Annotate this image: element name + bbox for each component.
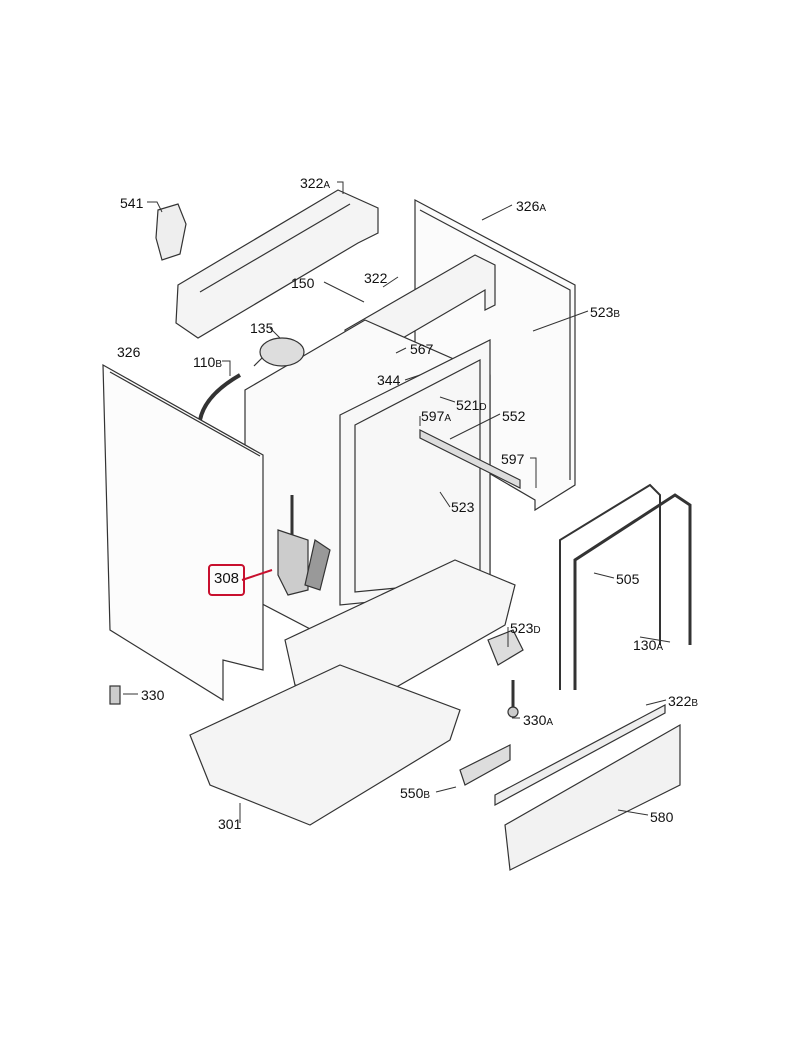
part-308-door-lock [277, 495, 331, 596]
part-number: 301 [218, 816, 242, 832]
part-number: 322 [668, 693, 692, 709]
part-label-523d[interactable]: 523D [510, 620, 541, 639]
part-label-580[interactable]: 580 [650, 809, 673, 828]
part-label-344[interactable]: 344 [377, 372, 400, 391]
part-135-dome [253, 337, 305, 367]
part-552-bar [419, 429, 521, 489]
part-suffix: D [479, 402, 487, 413]
part-suffix: A [323, 180, 331, 191]
part-number: 505 [616, 571, 640, 587]
part-number: 330 [523, 712, 547, 728]
part-suffix: A [656, 642, 664, 653]
part-label-308-highlighted[interactable]: 308 [208, 564, 246, 596]
part-suffix: D [533, 625, 541, 636]
leader-308 [241, 569, 273, 581]
part-label-523[interactable]: 523 [451, 499, 474, 518]
part-number: 567 [410, 341, 434, 357]
part-number: 135 [250, 320, 274, 336]
part-number: 552 [502, 408, 526, 424]
part-number: 597 [501, 451, 525, 467]
part-number: 308 [214, 570, 240, 587]
part-suffix: B [215, 359, 222, 370]
part-label-597a[interactable]: 597A [421, 408, 451, 427]
part-130a-seal [573, 493, 692, 690]
part-541-clip [155, 203, 187, 261]
part-330-screw [109, 685, 121, 705]
part-326-panel [102, 363, 264, 702]
part-580-plinth [504, 723, 681, 871]
part-label-523b[interactable]: 523B [590, 304, 620, 323]
part-523d-block [487, 629, 524, 666]
part-322a-rail [175, 189, 379, 339]
part-label-521d[interactable]: 521D [456, 397, 487, 416]
part-label-330a[interactable]: 330A [523, 712, 553, 731]
part-label-550b[interactable]: 550B [400, 785, 430, 804]
part-label-322[interactable]: 322 [364, 270, 387, 289]
part-suffix: B [613, 309, 621, 320]
part-number: 523 [590, 304, 614, 320]
part-label-597[interactable]: 597 [501, 451, 524, 470]
part-number: 322 [300, 175, 324, 191]
part-label-330[interactable]: 330 [141, 687, 164, 706]
part-number: 150 [291, 275, 315, 291]
part-label-567[interactable]: 567 [410, 341, 433, 360]
part-number: 523 [510, 620, 534, 636]
part-number: 523 [451, 499, 475, 515]
part-number: 322 [364, 270, 388, 286]
part-number: 326 [117, 344, 141, 360]
part-label-110b[interactable]: 110B [193, 354, 222, 373]
part-number: 326 [516, 198, 540, 214]
part-number: 550 [400, 785, 424, 801]
part-number: 330 [141, 687, 165, 703]
part-label-301[interactable]: 301 [218, 816, 241, 835]
part-301-base-tray [189, 664, 461, 826]
part-505-seal [559, 483, 661, 690]
part-label-322b[interactable]: 322B [668, 693, 698, 712]
part-322b-rail [494, 704, 666, 807]
part-suffix: A [444, 413, 452, 424]
leader-lines [123, 181, 671, 823]
part-110b-hose [198, 373, 241, 421]
part-label-322a[interactable]: 322A [300, 175, 330, 194]
part-label-505[interactable]: 505 [616, 571, 639, 590]
part-suffix: B [691, 698, 699, 709]
part-suffix: A [546, 717, 554, 728]
part-label-130a[interactable]: 130A [633, 637, 663, 656]
part-number: 130 [633, 637, 657, 653]
part-330a-screw [507, 680, 519, 718]
part-number: 580 [650, 809, 674, 825]
part-number: 541 [120, 195, 144, 211]
part-label-135[interactable]: 135 [250, 320, 273, 339]
part-label-552[interactable]: 552 [502, 408, 525, 427]
part-number: 110 [193, 354, 216, 370]
part-label-541[interactable]: 541 [120, 195, 143, 214]
part-suffix: A [539, 203, 547, 214]
part-number: 344 [377, 372, 401, 388]
part-number: 521 [456, 397, 480, 413]
part-suffix: B [423, 790, 431, 801]
part-label-326[interactable]: 326 [117, 344, 140, 363]
part-label-326a[interactable]: 326A [516, 198, 546, 217]
part-550b-bracket [459, 744, 511, 786]
part-label-150[interactable]: 150 [291, 275, 314, 294]
part-number: 597 [421, 408, 445, 424]
